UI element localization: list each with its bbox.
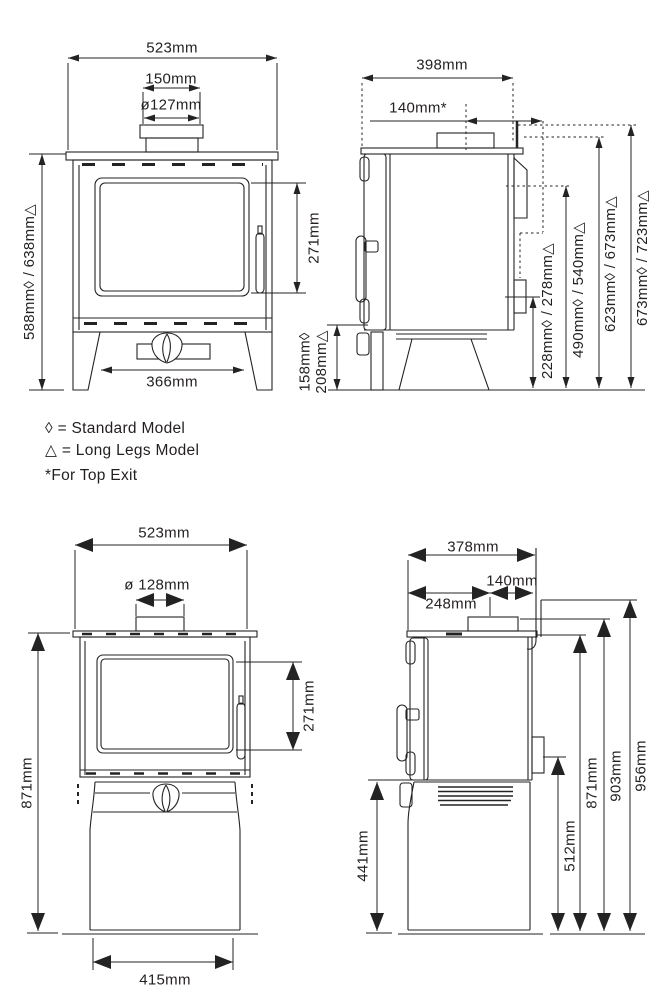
ash-lever-knob — [151, 332, 183, 364]
legend-top-exit-footnote: *For Top Exit — [45, 467, 138, 484]
stove-door-side — [363, 153, 387, 331]
door-handle — [236, 702, 246, 760]
dim-front-to-flue-side-log-store: 248mm — [425, 595, 477, 613]
dim-flue-diameter-front-standard: ø127mm — [140, 96, 202, 114]
legend-standard-model: ◊ = Standard Model — [45, 420, 186, 437]
side-log-store-drawing — [366, 548, 645, 935]
dim-overall-height-side-standard: 673mm◊ / 723mm△ — [634, 190, 651, 326]
dim-leg-span-front-standard: 366mm — [146, 373, 198, 391]
door-handle — [255, 232, 265, 294]
stove-glass-window — [96, 654, 234, 754]
stove-leg — [398, 338, 490, 391]
dim-glass-height-front-log-store: 271mm — [300, 680, 318, 732]
dim-rear-exit-height: 490mm◊ / 540mm△ — [570, 222, 587, 358]
dim-flue-diameter-front-log-store: ø 128mm — [124, 576, 190, 594]
dim-flue-to-rear-side-standard: 140mm* — [389, 99, 447, 117]
dim-overall-width-front-log-store: 523mm — [138, 524, 190, 542]
dim-height-front-standard: 588mm◊ / 638mm△ — [21, 204, 38, 340]
dim-base-width-front-log-store: 415mm — [139, 971, 191, 989]
dim-log-store-height: 441mm — [354, 830, 372, 882]
stove-leg — [72, 331, 101, 391]
dim-depth-side-standard: 398mm — [416, 56, 468, 74]
dim-rear-panel-height: 512mm — [561, 820, 579, 872]
dim-top-plate-height: 871mm — [583, 757, 601, 809]
dim-leg-height-long-legs: 208mm△ — [313, 330, 330, 394]
front-standard-drawing — [29, 54, 306, 391]
front-log-store-drawing — [27, 538, 302, 970]
door-handle — [355, 235, 367, 303]
door-handle — [396, 704, 408, 762]
dim-collar-width-front-standard: 150mm — [145, 70, 197, 88]
stove-leg — [244, 331, 273, 391]
side-standard-drawing — [327, 74, 645, 391]
stove-glass-window — [94, 177, 250, 297]
rear-air-boss — [531, 736, 545, 774]
dim-leg-height-standard: 158mm◊ — [296, 332, 314, 392]
dim-rear-outlet-height: 228mm◊ / 278mm△ — [539, 243, 556, 379]
rear-flue-bracket — [513, 156, 528, 219]
dim-overall-width-front-standard: 523mm — [146, 39, 198, 57]
dim-depth-side-log-store: 378mm — [447, 538, 499, 556]
dim-collar-height: 903mm — [607, 750, 625, 802]
dim-shoulder-height: 623mm◊ / 673mm△ — [602, 196, 619, 332]
legend-long-legs-model: △ = Long Legs Model — [45, 442, 200, 459]
dim-overall-height-side-log-store: 956mm — [632, 740, 650, 792]
ash-lever-knob — [152, 783, 180, 813]
air-vent-slots — [438, 786, 513, 806]
dim-glass-height-front-standard: 271mm — [305, 212, 323, 264]
dim-flue-to-rear-side-log-store: 140mm — [486, 572, 538, 590]
log-store-pedestal — [407, 781, 415, 930]
dim-overall-height-front-log-store: 871mm — [18, 757, 36, 809]
